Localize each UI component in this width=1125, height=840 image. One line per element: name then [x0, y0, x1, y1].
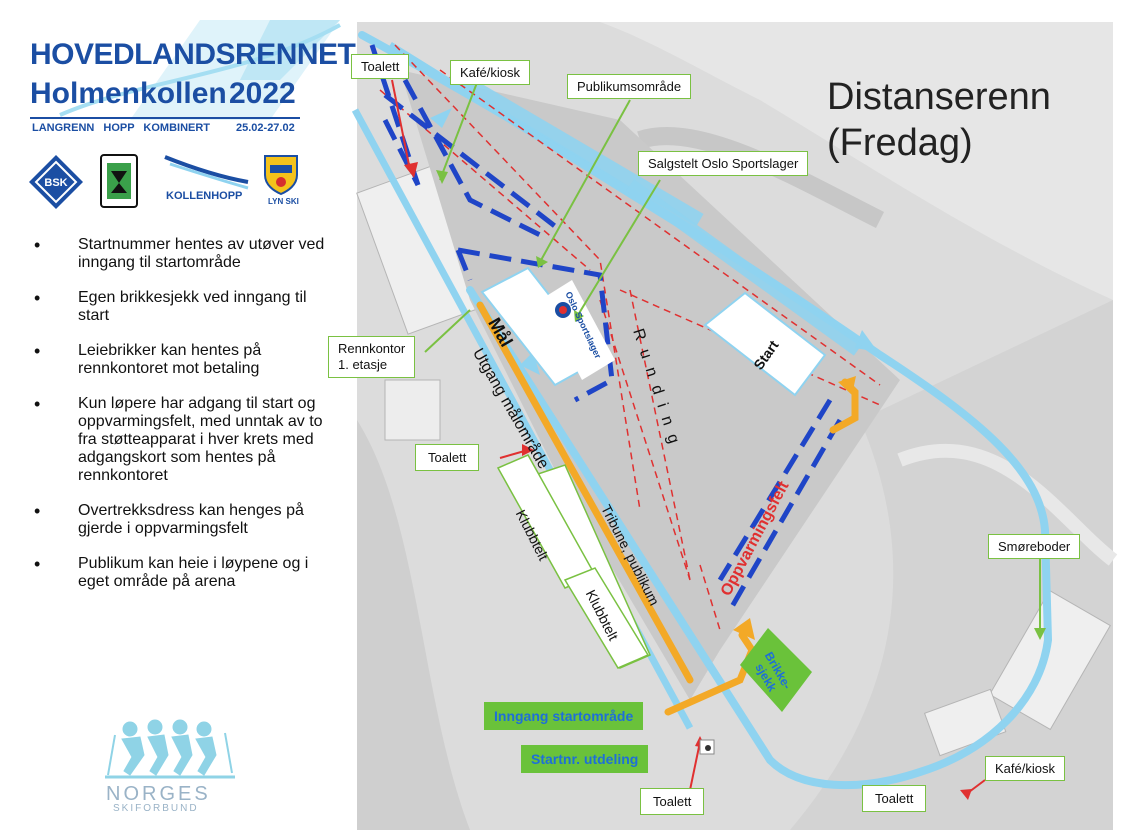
label-startnr-utdeling: Startnr. utdeling	[521, 745, 649, 773]
map-title-line2: (Fredag)	[827, 122, 973, 164]
club-shield-logo-icon	[100, 154, 138, 208]
callout-salgstelt: Salgstelt Oslo Sportslager	[638, 151, 809, 176]
callout-toalett-top: Toalett	[351, 54, 410, 79]
callout-toalett-mid: Toalett	[415, 444, 480, 471]
footer-skiforbund: SKIFORBUND	[113, 803, 199, 814]
callout-rennkontor: Rennkontor 1. etasje	[328, 336, 416, 378]
footer-norges: NORGES	[106, 783, 211, 805]
callout-rennkontor-line2: 1. etasje	[338, 357, 388, 372]
bullet-item: Overtrekksdress kan henges på gjerde i o…	[34, 502, 334, 538]
header-dates: 25.02-27.02	[236, 122, 295, 134]
map-title: Distanserenn (Fredag)	[827, 74, 1051, 166]
bullet-item: Kun løpere har adgang til start og oppva…	[34, 395, 334, 485]
callout-kafe-top: Kafé/kiosk	[450, 60, 530, 85]
bullet-item: Startnummer hentes av utøver ved inngang…	[34, 236, 334, 272]
kollenhopp-logo-icon	[164, 155, 249, 190]
lyn-logo-icon	[264, 155, 298, 196]
header-title-line1: HOVEDLANDSRENNET	[30, 38, 356, 71]
kollenhopp-label: KOLLENHOPP	[166, 190, 243, 202]
callout-rennkontor-line1: Rennkontor	[338, 341, 406, 356]
info-bullet-list: Startnummer hentes av utøver ved inngang…	[34, 236, 334, 608]
svg-text:BSK: BSK	[44, 177, 67, 189]
header-year: 2022	[229, 77, 296, 110]
label-inngang-startomrade: Inngang startområde	[484, 702, 644, 730]
lyn-ski-label: LYN SKI	[268, 197, 299, 206]
header-title-line2: Holmenkollen	[30, 77, 227, 110]
skiers-logo-icon	[105, 719, 235, 779]
callout-publikumsomrade: Publikumsområde	[567, 74, 692, 99]
header-swoosh	[59, 20, 341, 120]
bsk-logo-icon: BSK	[29, 155, 83, 209]
arena-map: Distanserenn (Fredag) Toalett Kafé/kiosk…	[328, 22, 1118, 830]
callout-kafe-bottom: Kafé/kiosk	[985, 756, 1065, 781]
callout-toalett-bottom: Toalett	[640, 788, 705, 815]
bullet-item: Leiebrikker kan hentes på rennkontoret m…	[34, 342, 334, 378]
callout-toalett-bottom-right: Toalett	[862, 785, 927, 812]
bullet-item: Egen brikkesjekk ved inngang til start	[34, 289, 334, 325]
bullet-item: Publikum kan heie i løypene og i eget om…	[34, 555, 334, 591]
callout-smoreboder: Smøreboder	[988, 534, 1081, 559]
map-title-line1: Distanserenn	[827, 76, 1051, 118]
header-disciplines: LANGRENN HOPP KOMBINERT	[32, 122, 211, 134]
header-rule	[30, 117, 300, 119]
